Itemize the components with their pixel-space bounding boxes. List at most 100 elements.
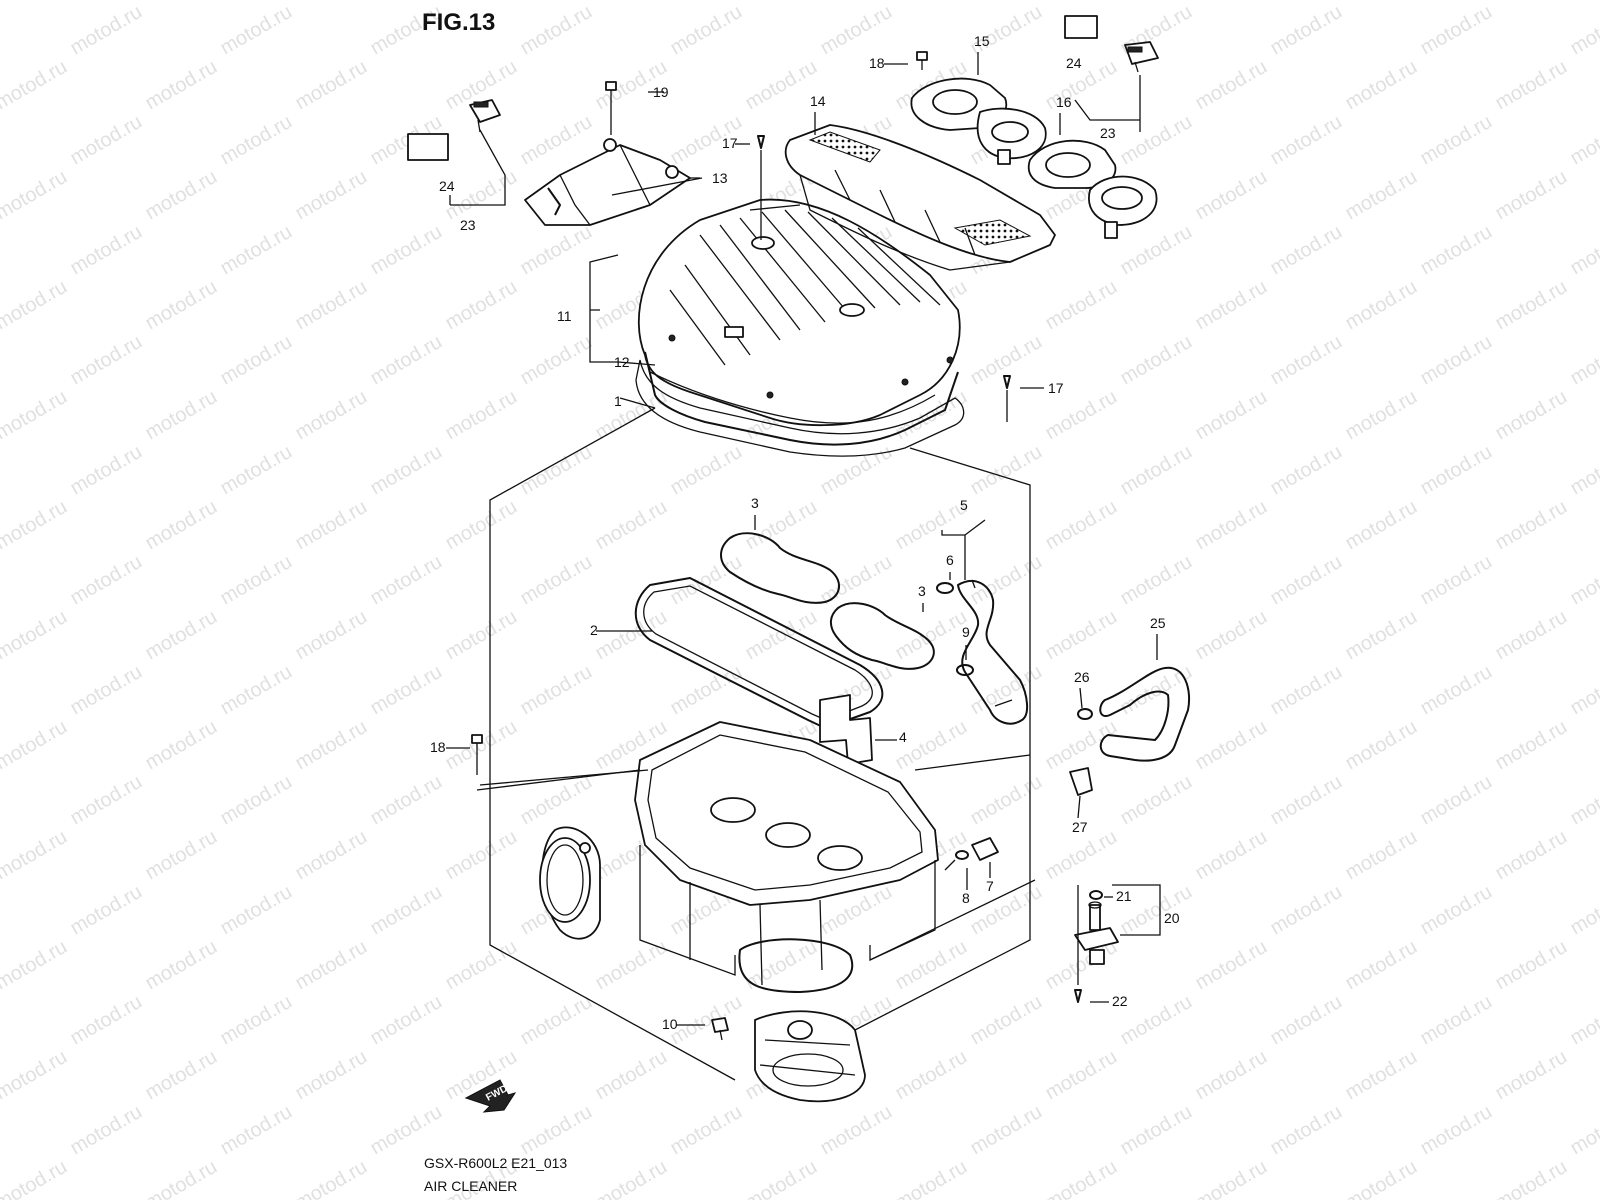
watermark-text: motod.ru [1117,661,1196,720]
watermark-text: motod.ru [892,0,971,4]
callout-1: 1 [614,393,622,409]
forward-direction-badge: FWD [464,1079,517,1113]
screw-17-upper [757,135,765,240]
watermark-text: motod.ru [1342,826,1421,885]
watermark-text: motod.ru [892,1156,971,1200]
watermark-text: motod.ru [1042,716,1121,775]
watermark-text: motod.ru [442,826,521,885]
callout-27: 27 [1072,819,1088,835]
watermark-text: motod.ru [1342,936,1421,995]
watermark-text: motod.ru [667,991,746,1050]
watermark-text: motod.ru [217,221,296,280]
watermark-text: motod.ru [1267,771,1346,830]
watermark-text: motod.ru [1042,1156,1121,1200]
watermark-text: motod.ru [442,276,521,335]
watermark-text: motod.ru [967,991,1046,1050]
watermark-text: motod.ru [1192,166,1271,225]
watermark-text: motod.ru [1192,276,1271,335]
watermark-text: motod.ru [967,1101,1046,1160]
watermark-text: motod.ru [292,1156,371,1200]
watermark-text: motod.ru [967,551,1046,610]
watermark-text: motod.ru [1492,0,1571,4]
watermark-text: motod.ru [667,661,746,720]
watermark-text: motod.ru [1492,826,1571,885]
watermark-text: motod.ru [67,551,146,610]
watermark-text: motod.ru [292,716,371,775]
watermark-text: motod.ru [1342,496,1421,555]
watermark-text: motod.ru [1567,661,1600,720]
callout-3b: 3 [918,583,926,599]
watermark-text: motod.ru [742,56,821,115]
air-cleaner-cover [637,198,961,446]
watermark-text: motod.ru [442,386,521,445]
watermark-text: motod.ru [1042,606,1121,665]
watermark-text: motod.ru [142,386,221,445]
watermark-text: motod.ru [292,606,371,665]
watermark-text: motod.ru [1192,716,1271,775]
watermark-text: motod.ru [1117,991,1196,1050]
watermark-text: motod.ru [367,551,446,610]
callout-24a: 24 [439,178,455,194]
callout-22: 22 [1112,993,1128,1009]
watermark-text: motod.ru [1492,716,1571,775]
watermark-text: motod.ru [367,1101,446,1160]
watermark-text: motod.ru [1267,331,1346,390]
watermark-text: motod.ru [292,166,371,225]
watermark-text: motod.ru [1492,56,1571,115]
watermark-text: motod.ru [592,1046,671,1105]
watermark-text: motod.ru [1417,331,1496,390]
watermark-text: motod.ru [292,276,371,335]
watermark-text: motod.ru [0,276,71,335]
watermark-text: motod.ru [367,991,446,1050]
parts-artwork: FWD [407,15,1191,1113]
watermark-text: motod.ru [217,991,296,1050]
watermark-text: motod.ru [1417,881,1496,940]
watermark-text: motod.ru [1117,221,1196,280]
watermark-text: motod.ru [1192,826,1271,885]
watermark-text: motod.ru [1267,661,1346,720]
watermark-text: motod.ru [1567,1,1600,60]
leader-part-1 [619,397,656,409]
watermark-text: motod.ru [817,1101,896,1160]
watermark-text: motod.ru [517,221,596,280]
watermark-text: motod.ru [592,0,671,4]
leader-11-12 [589,254,619,363]
funnel-holder-15 [910,77,1047,165]
callout-9: 9 [962,624,970,640]
watermark-text: motod.ru [367,661,446,720]
watermark-text: motod.ru [217,661,296,720]
watermark-text: motod.ru [292,826,371,885]
watermark-text: motod.ru [142,716,221,775]
watermark-text: motod.ru [1042,1046,1121,1105]
watermark-text: motod.ru [1267,881,1346,940]
watermark-text: motod.ru [1567,441,1600,500]
callout-18b: 18 [430,739,446,755]
watermark-text: motod.ru [517,551,596,610]
cap-7 [971,837,999,861]
watermark-text: motod.ru [517,1101,596,1160]
watermark-text: motod.ru [0,0,71,4]
watermark-text: motod.ru [517,1,596,60]
sensor-23-right [1064,15,1159,73]
watermark-text: motod.ru [442,936,521,995]
callout-6: 6 [946,552,954,568]
watermark-text: motod.ru [592,496,671,555]
watermark-text: motod.ru [292,1046,371,1105]
watermark-text: motod.ru [817,1,896,60]
watermark-text: motod.ru [1417,551,1496,610]
watermark-text: motod.ru [1417,1101,1496,1160]
watermark-text: motod.ru [517,661,596,720]
watermark-text: motod.ru [1492,166,1571,225]
watermark-text: motod.ru [67,331,146,390]
watermark-text: motod.ru [967,881,1046,940]
watermark-text: motod.ru [1567,551,1600,610]
watermark-text: motod.ru [892,716,971,775]
watermark-text: motod.ru [1567,221,1600,280]
watermark-text: motod.ru [67,881,146,940]
watermark-text: motod.ru [0,826,71,885]
watermark-text: motod.ru [1342,606,1421,665]
watermark-text: motod.ru [67,1101,146,1160]
callout-5: 5 [960,497,968,513]
watermark-text: motod.ru [667,441,746,500]
